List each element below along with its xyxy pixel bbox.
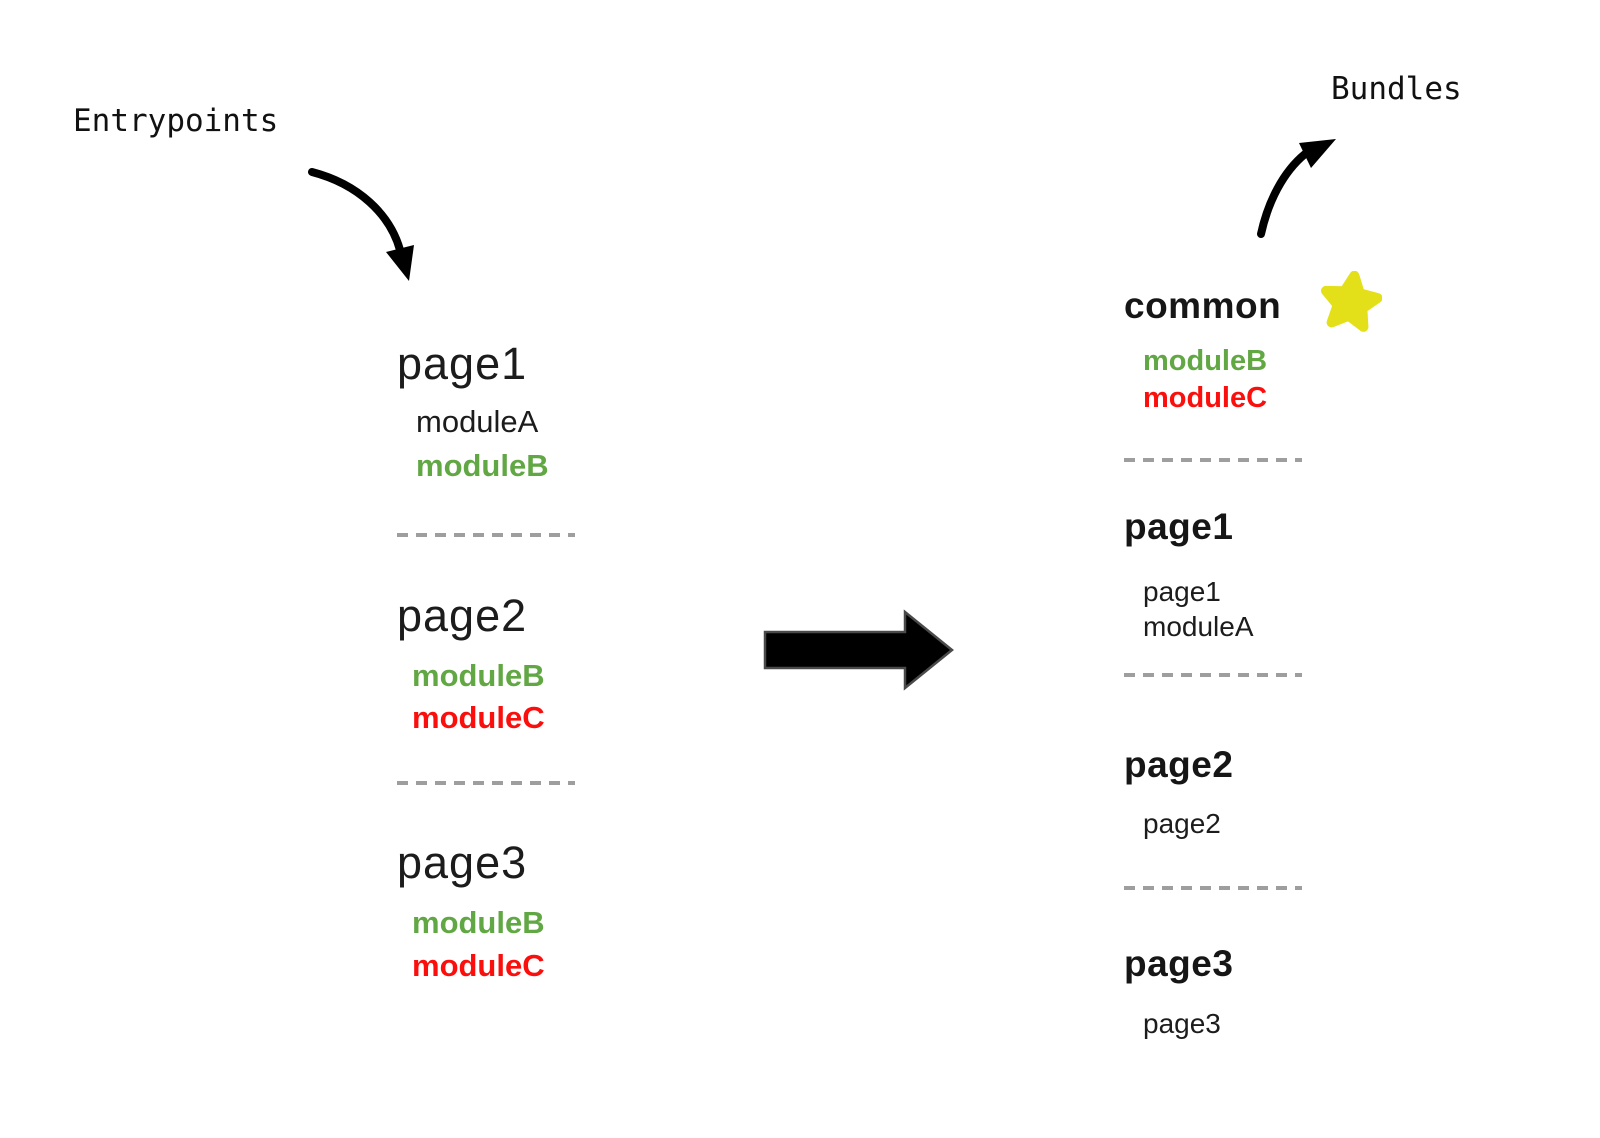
entrypoints-divider [397,533,575,537]
bundle-page3-title: page3 [1124,943,1234,984]
bundles-divider [1124,673,1302,677]
entrypoint-page3-title: page3 [397,837,528,888]
bundle-page1-module: moduleA [1143,611,1254,642]
bundle-page1-module: page1 [1143,576,1221,607]
entrypoint-page1-title: page1 [397,338,528,389]
bundle-page3-module: page3 [1143,1008,1221,1039]
entrypoint-page2-module: moduleC [412,700,545,735]
bundles-divider [1124,886,1302,890]
bundle-common-module: moduleC [1143,382,1268,414]
entrypoints-curved-arrow-icon [308,168,414,281]
entrypoint-page1-module: moduleB [416,448,549,483]
entrypoint-page3-module: moduleC [412,948,545,983]
entrypoint-page1-module: moduleA [416,404,539,439]
bundle-common-title: common [1124,285,1282,326]
bundle-page2-title: page2 [1124,744,1234,785]
entrypoint-page3-module: moduleB [412,905,545,940]
bundles-divider [1124,458,1302,462]
bundles-curved-arrow-icon [1257,139,1336,238]
transform-arrow-icon [763,609,954,691]
entrypoints-label: Entrypoints [73,103,279,139]
entrypoint-page2-module: moduleB [412,658,545,693]
bundle-common-module: moduleB [1143,345,1268,377]
star-icon [1320,271,1382,332]
entrypoint-page2-title: page2 [397,590,528,641]
entrypoints-divider [397,781,575,785]
bundle-page1-title: page1 [1124,506,1234,547]
bundles-label: Bundles [1331,71,1462,107]
bundle-page2-module: page2 [1143,808,1221,839]
